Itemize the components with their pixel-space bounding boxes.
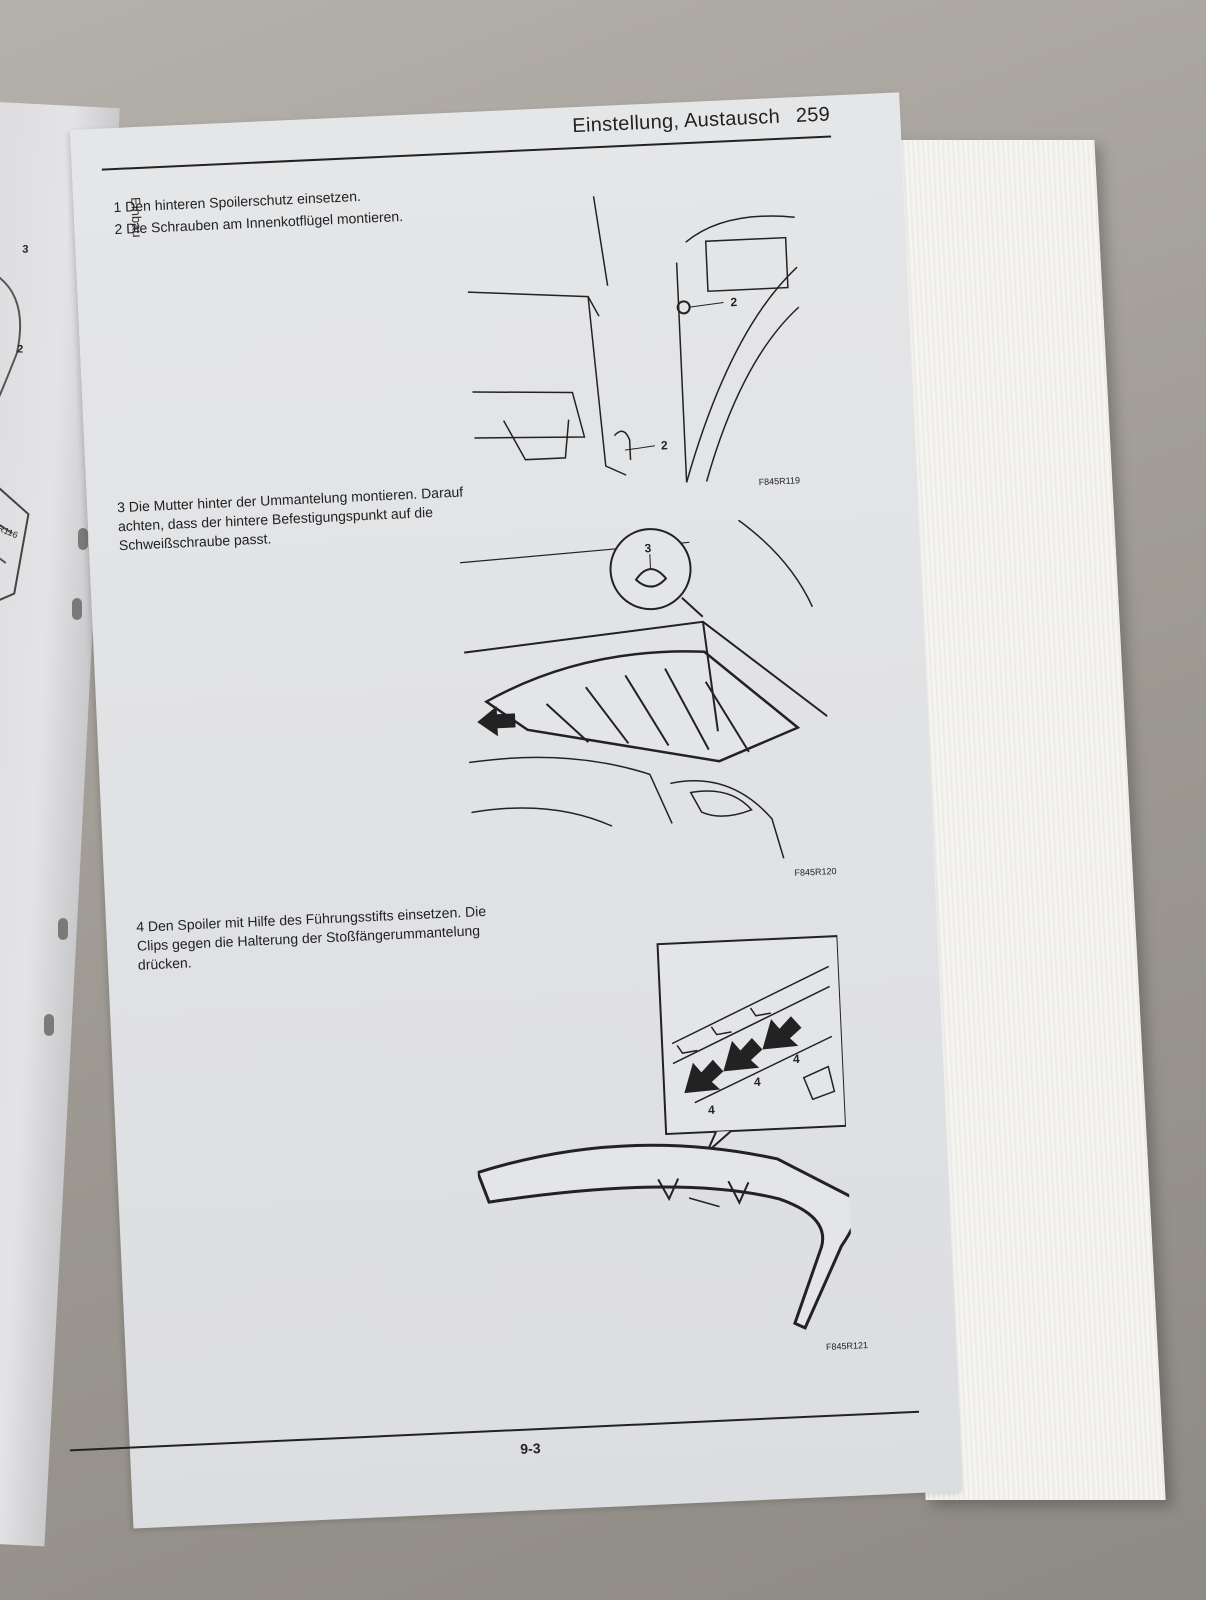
figure-code-3: F845R121 [825, 1340, 869, 1352]
header-title: Einstellung, Austausch [571, 105, 781, 138]
left-callout-3: 3 [21, 243, 29, 256]
binding-hole [78, 528, 88, 550]
fig2-callout-3: 3 [644, 541, 652, 555]
figure-spoiler-guard: 3 [459, 519, 828, 859]
page-header: Einstellung, Austausch 259 [572, 104, 831, 139]
header-page-number: 259 [795, 103, 831, 128]
manual-page: Einstellung, Austausch 259 Einbau 1 Den … [69, 92, 963, 1529]
step-4: 4 Den Spoiler mit Hilfe des Führungsstif… [135, 902, 487, 973]
figure-spoiler-clips: 4 4 4 [475, 934, 856, 1330]
fig1-callout-2b: 2 [661, 438, 669, 452]
footer-rule [69, 1410, 920, 1452]
figure-code-2: F845R120 [794, 866, 837, 878]
left-page: 3 2 F845R116 [0, 100, 120, 1547]
header-rule [101, 135, 832, 171]
fig1-callout-2a: 2 [730, 295, 738, 309]
fig3-callout-4a: 4 [708, 1103, 716, 1117]
binding-hole [72, 598, 82, 620]
binding-hole [44, 1014, 54, 1036]
left-page-illustration [0, 270, 30, 613]
step-3: 3 Die Mutter hinter der Ummantelung mont… [116, 483, 464, 554]
footer-page-label: 9-3 [519, 1440, 541, 1457]
binding-hole [58, 918, 68, 940]
left-callout-2: 2 [16, 343, 24, 356]
figure-code-1: F845R119 [758, 475, 801, 488]
fig3-callout-4c: 4 [793, 1052, 801, 1066]
figure-wheelhouse: 2 2 [467, 196, 800, 483]
fig3-callout-4b: 4 [754, 1075, 762, 1089]
